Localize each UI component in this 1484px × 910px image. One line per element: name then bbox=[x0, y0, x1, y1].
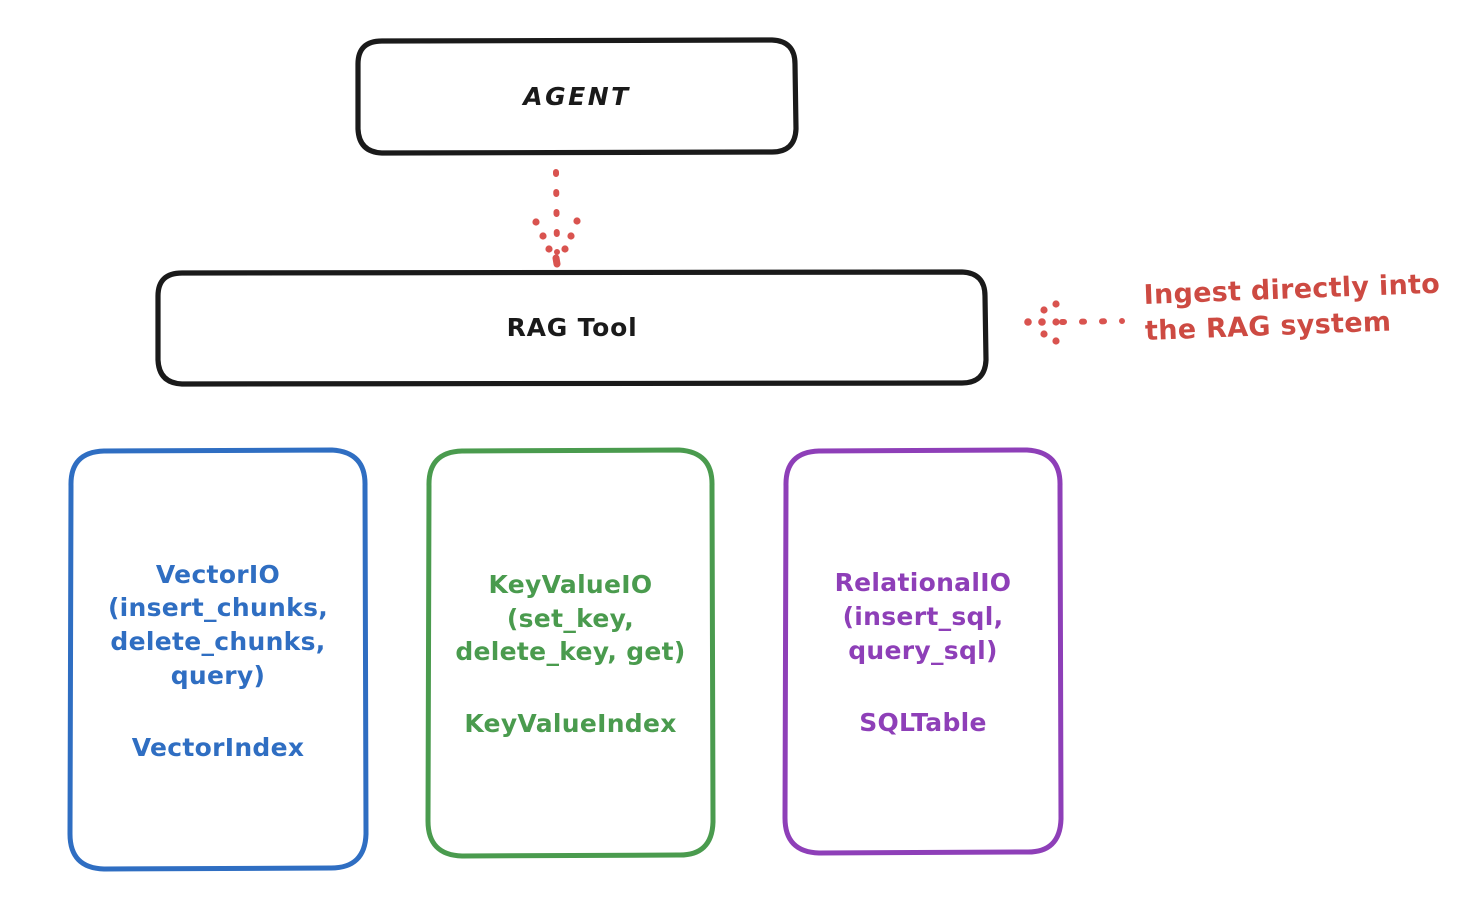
rag-tool-box-outline bbox=[155, 269, 989, 387]
vector-io-label: VectorIO (insert_chunks, delete_chunks, … bbox=[107, 559, 329, 690]
vector-io-node[interactable]: VectorIO (insert_chunks, delete_chunks, … bbox=[70, 450, 366, 869]
rag-tool-label: RAG Tool bbox=[506, 313, 638, 342]
rag-tool-node[interactable]: RAG Tool bbox=[158, 272, 986, 384]
key-value-io-node[interactable]: KeyValueIO (set_key, delete_key, get) Ke… bbox=[428, 450, 713, 856]
vector-io-box-outline bbox=[67, 447, 369, 872]
agent-to-rag-arrow bbox=[532, 169, 581, 268]
relational-io-node[interactable]: RelationalIO (insert_sql, query_sql) SQL… bbox=[785, 450, 1061, 853]
relational-io-label: RelationalIO (insert_sql, query_sql) bbox=[834, 568, 1012, 665]
relational-io-box-outline bbox=[782, 447, 1064, 856]
agent-box-outline bbox=[355, 37, 799, 156]
ingest-arrow bbox=[1024, 300, 1125, 345]
agent-node[interactable]: AGENT bbox=[358, 40, 796, 153]
key-value-index-label: KeyValueIndex bbox=[464, 709, 677, 739]
sql-table-label: SQLTable bbox=[859, 707, 987, 737]
key-value-io-box-outline bbox=[425, 447, 716, 859]
vector-index-label: VectorIndex bbox=[131, 732, 305, 762]
key-value-io-label: KeyValueIO (set_key, delete_key, get) bbox=[455, 569, 686, 667]
ingest-annotation-text: Ingest directly into the RAG system bbox=[1143, 268, 1441, 348]
agent-label: AGENT bbox=[523, 81, 631, 111]
